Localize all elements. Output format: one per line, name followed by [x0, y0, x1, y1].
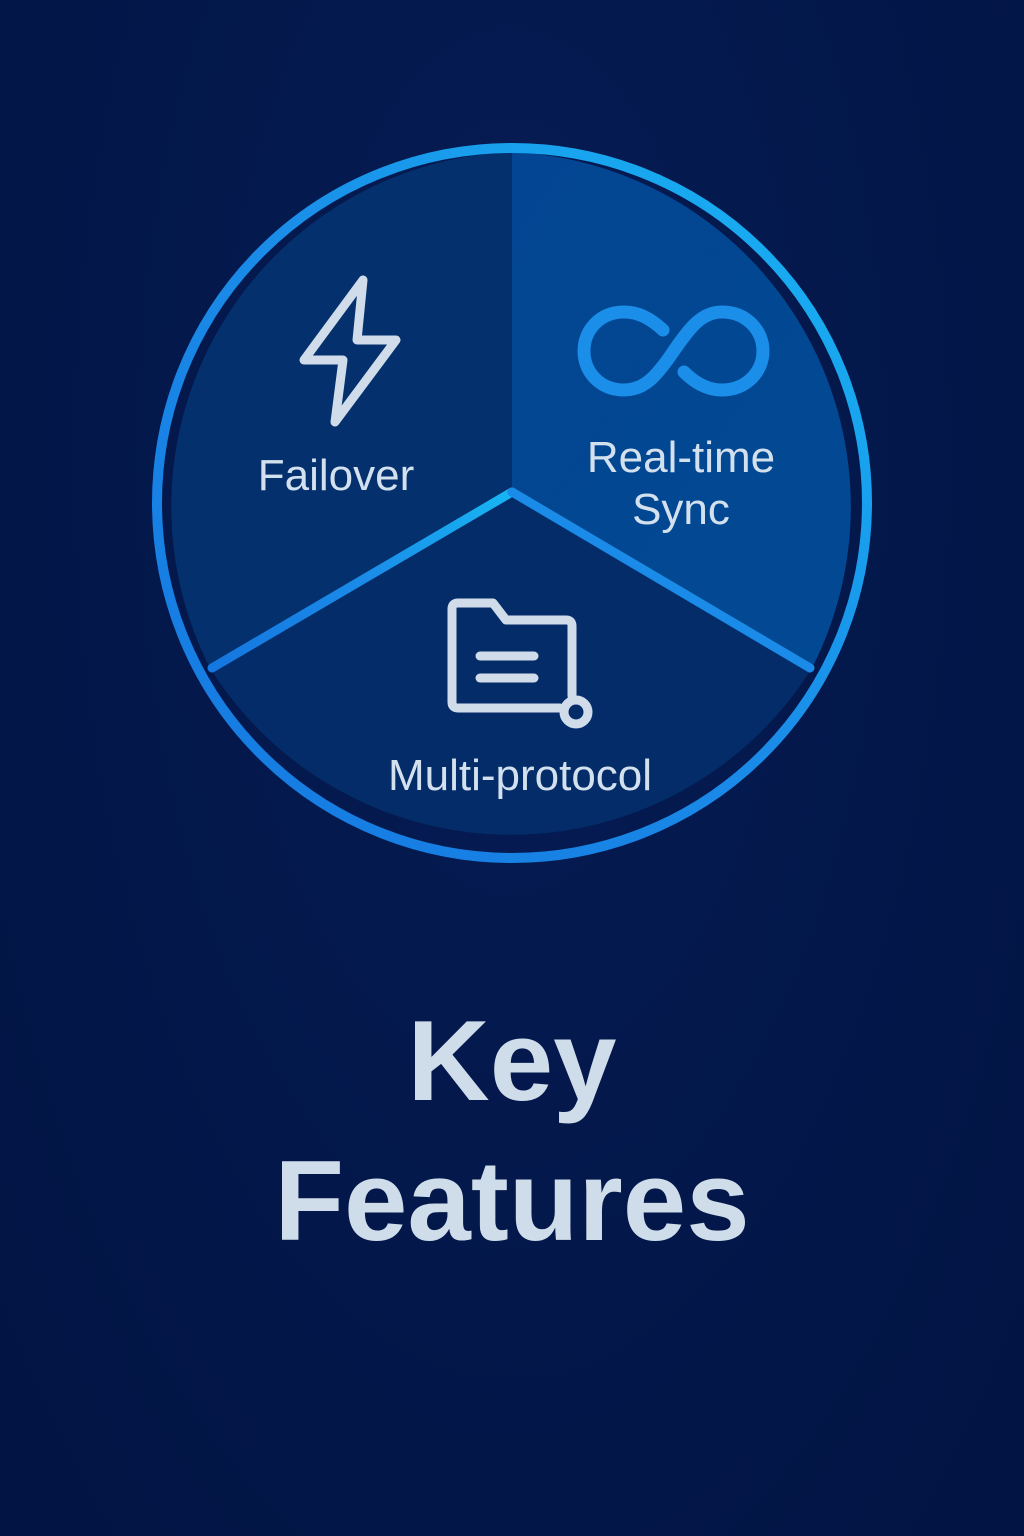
- title-line-1: Key: [407, 998, 617, 1125]
- segment-dividers: [207, 147, 815, 673]
- outer-ring: [152, 143, 872, 863]
- segment-label-realtime-line1: Real-time: [586, 433, 776, 482]
- title-line-2: Features: [274, 1138, 750, 1265]
- feature-wheel: [152, 143, 872, 863]
- segment-label-multi-protocol: Multi-protocol: [387, 751, 653, 800]
- segment-label-realtime-sync: Real-time Sync: [566, 432, 796, 536]
- lightning-bolt-icon: [299, 275, 401, 427]
- segment-multi-protocol: [210, 492, 812, 835]
- infinity-icon: [577, 305, 770, 397]
- segment-label-failover: Failover: [257, 451, 415, 500]
- segment-label-realtime-line2: Sync: [632, 485, 730, 534]
- page-title: Key Features: [0, 992, 1024, 1272]
- folder-document-icon: [447, 598, 593, 729]
